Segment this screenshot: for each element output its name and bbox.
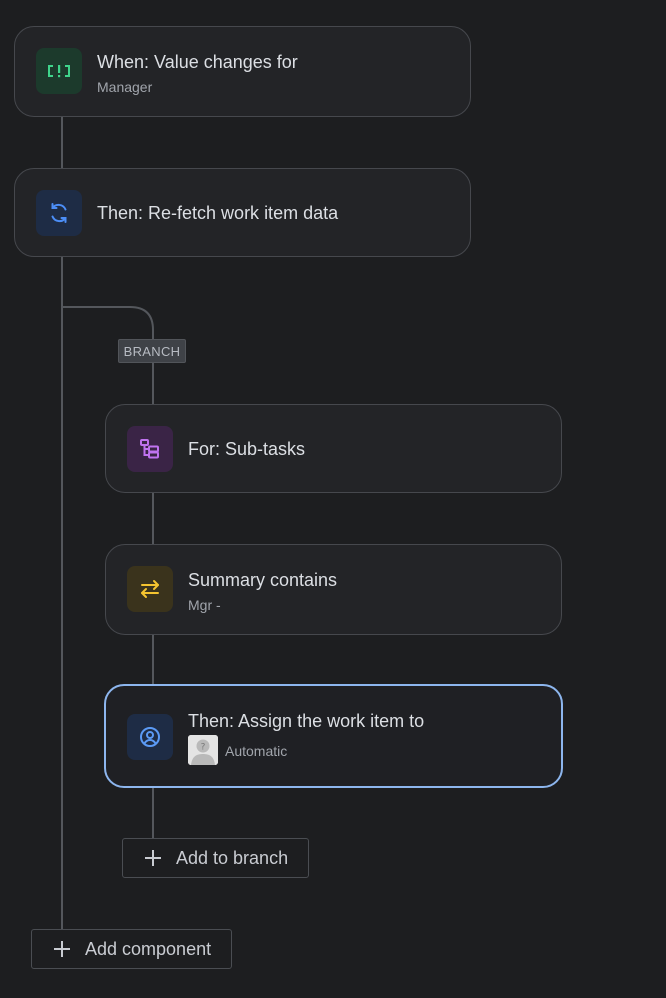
add-to-branch-button[interactable]: Add to branch xyxy=(122,838,309,878)
for-subtasks-node[interactable]: For: Sub-tasks xyxy=(105,404,562,493)
refetch-node[interactable]: Then: Re-fetch work item data xyxy=(14,168,471,257)
assign-subtitle: Automatic xyxy=(225,743,288,759)
branch-label: BRANCH xyxy=(118,339,186,363)
value-change-icon xyxy=(36,48,82,94)
user-circle-icon xyxy=(127,714,173,760)
svg-text:?: ? xyxy=(201,743,206,753)
connector-branch-2 xyxy=(152,492,154,545)
swap-arrows-icon xyxy=(127,566,173,612)
subtasks-icon xyxy=(127,426,173,472)
connector-branch-4 xyxy=(152,787,154,839)
refetch-title: Then: Re-fetch work item data xyxy=(97,203,339,223)
add-component-button[interactable]: Add component xyxy=(31,929,232,969)
condition-title: Summary contains xyxy=(188,570,338,590)
plus-icon xyxy=(145,850,161,866)
trigger-subtitle: Manager xyxy=(97,79,153,95)
assign-node[interactable]: Then: Assign the work item to ? Automati… xyxy=(104,684,563,788)
connector-main xyxy=(61,116,63,932)
add-component-label: Add component xyxy=(85,938,212,959)
default-avatar-icon: ? xyxy=(188,735,218,765)
trigger-node[interactable]: When: Value changes for Manager xyxy=(14,26,471,117)
condition-subtitle: Mgr - xyxy=(188,597,221,613)
assign-title: Then: Assign the work item to xyxy=(188,711,425,731)
condition-node[interactable]: Summary contains Mgr - xyxy=(105,544,562,635)
trigger-title: When: Value changes for xyxy=(97,52,298,72)
add-to-branch-label: Add to branch xyxy=(176,847,289,868)
branch-connector-curve xyxy=(61,306,154,345)
connector-branch-1 xyxy=(152,363,154,405)
for-subtasks-title: For: Sub-tasks xyxy=(188,439,306,459)
connector-branch-3 xyxy=(152,634,154,686)
refresh-icon xyxy=(36,190,82,236)
plus-icon xyxy=(54,941,70,957)
